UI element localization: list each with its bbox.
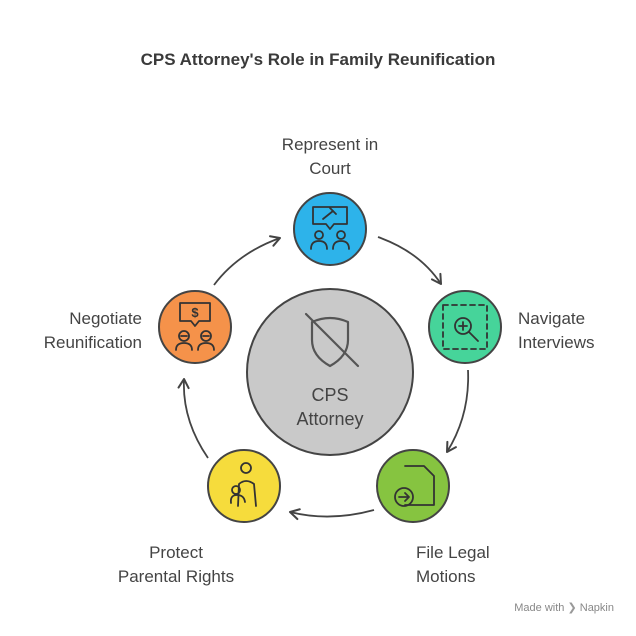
arrow-court-to-interviews <box>377 236 443 286</box>
label-protect-parental-rights: Protect Parental Rights <box>117 543 235 586</box>
arrow-rights-to-reunification <box>177 377 209 459</box>
arrow-reunification-to-court <box>213 235 282 286</box>
document-arrow-icon <box>394 465 435 507</box>
label-represent-in-court: Represent in Court <box>281 135 379 178</box>
node-negotiate-reunification: $ <box>158 290 232 364</box>
label-navigate-interviews: Navigate Interviews <box>518 309 595 352</box>
label-file-legal-motions: File Legal Motions <box>416 543 490 586</box>
gavel-people-icon <box>310 206 350 250</box>
node-file-legal-motions <box>376 449 450 523</box>
arrow-motions-to-rights <box>288 508 375 521</box>
center-node <box>246 288 414 456</box>
svg-text:$: $ <box>191 305 199 320</box>
node-navigate-interviews <box>428 290 502 364</box>
napkin-logo-icon: ❯ <box>567 602 577 614</box>
diagram-title: CPS Attorney's Role in Family Reunificat… <box>140 50 496 69</box>
node-protect-parental-rights <box>207 449 281 523</box>
shield-slash-icon <box>304 312 360 368</box>
negotiation-icon: $ <box>175 302 215 351</box>
arrow-interviews-to-motions <box>445 369 470 454</box>
napkin-watermark: Made with ❯ Napkin <box>514 602 614 614</box>
node-represent-in-court <box>293 192 367 266</box>
label-negotiate-reunification: Negotiate Reunification <box>43 309 142 352</box>
center-label: CPS Attorney <box>296 385 364 429</box>
zoom-in-icon <box>442 304 488 350</box>
parent-child-icon <box>229 462 257 507</box>
